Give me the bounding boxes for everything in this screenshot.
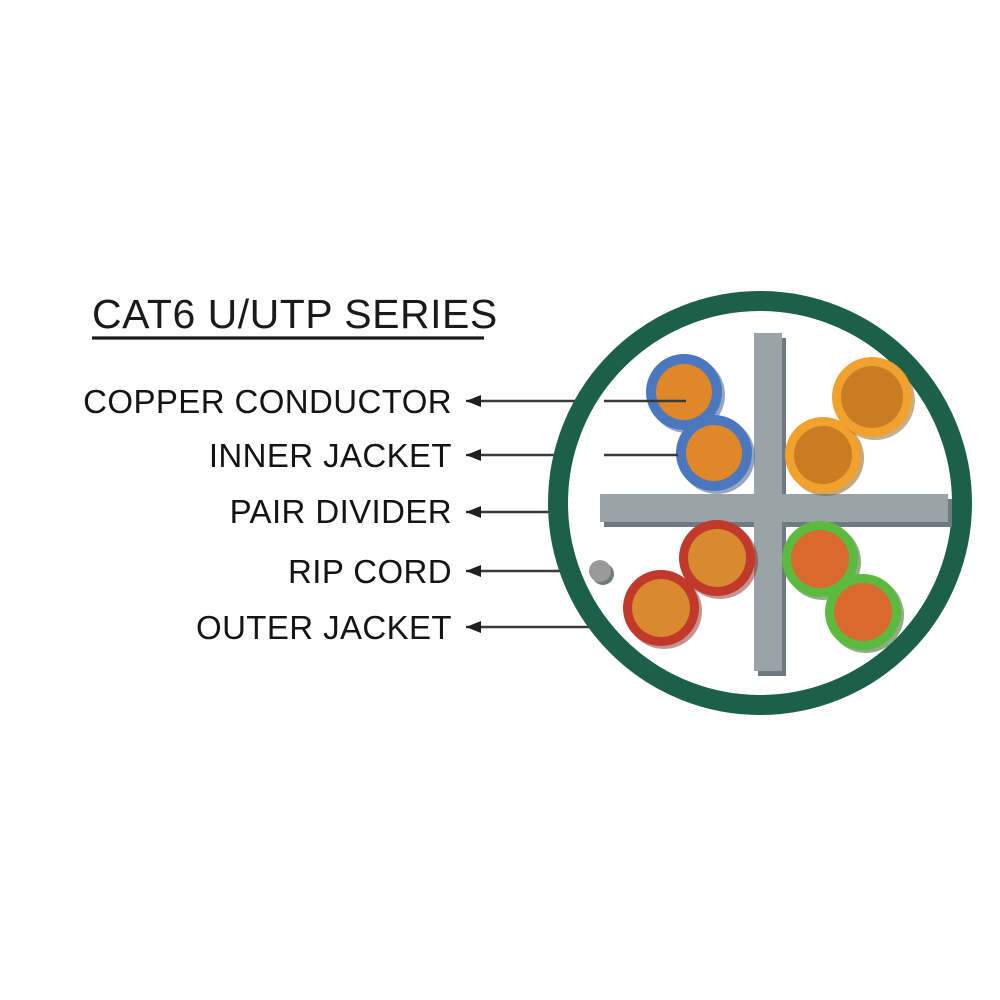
- label-copper-conductor: COPPER CONDUCTOR: [83, 383, 452, 420]
- twisted-pair-brown: [623, 520, 758, 649]
- blue-wire-1-copper-core: [656, 364, 712, 420]
- brown-wire-1-copper-core: [688, 529, 746, 587]
- diagram-title-group: CAT6 U/UTP SERIES: [92, 291, 498, 340]
- callout-labels-group: COPPER CONDUCTOR INNER JACKET PAIR DIVID…: [83, 383, 452, 646]
- green-wire-1-copper-core: [791, 530, 849, 588]
- leader-tips-overlay: [604, 399, 686, 457]
- orange-wire-1-copper-core: [841, 366, 903, 428]
- rip-cord: [589, 560, 614, 585]
- cable-cross-section: [548, 291, 972, 715]
- label-pair-divider: PAIR DIVIDER: [230, 493, 452, 530]
- brown-wire-2-copper-core: [632, 579, 690, 637]
- arrow-head-outer-jacket: [466, 621, 481, 633]
- label-inner-jacket: INNER JACKET: [209, 437, 452, 474]
- pair-divider-cross: [600, 333, 952, 676]
- twisted-pair-green: [782, 521, 904, 653]
- pair-divider-horizontal-bar: [600, 494, 948, 522]
- arrow-head-pair-divider: [466, 506, 481, 518]
- label-outer-jacket: OUTER JACKET: [196, 609, 452, 646]
- label-rip-cord: RIP CORD: [288, 553, 452, 590]
- orange-wire-2-copper-core: [794, 426, 852, 484]
- arrow-head-copper-conductor: [466, 395, 481, 407]
- twisted-pair-blue: [646, 354, 755, 494]
- rip-cord-circle: [589, 560, 611, 582]
- blue-wire-2-copper-core: [686, 425, 742, 481]
- twisted-pair-orange: [785, 357, 915, 496]
- green-wire-2-copper-core: [834, 583, 892, 641]
- arrow-head-rip-cord: [466, 565, 481, 577]
- page-title: CAT6 U/UTP SERIES: [92, 291, 498, 337]
- arrow-head-inner-jacket: [466, 449, 481, 461]
- outer-jacket-ring: [548, 291, 972, 715]
